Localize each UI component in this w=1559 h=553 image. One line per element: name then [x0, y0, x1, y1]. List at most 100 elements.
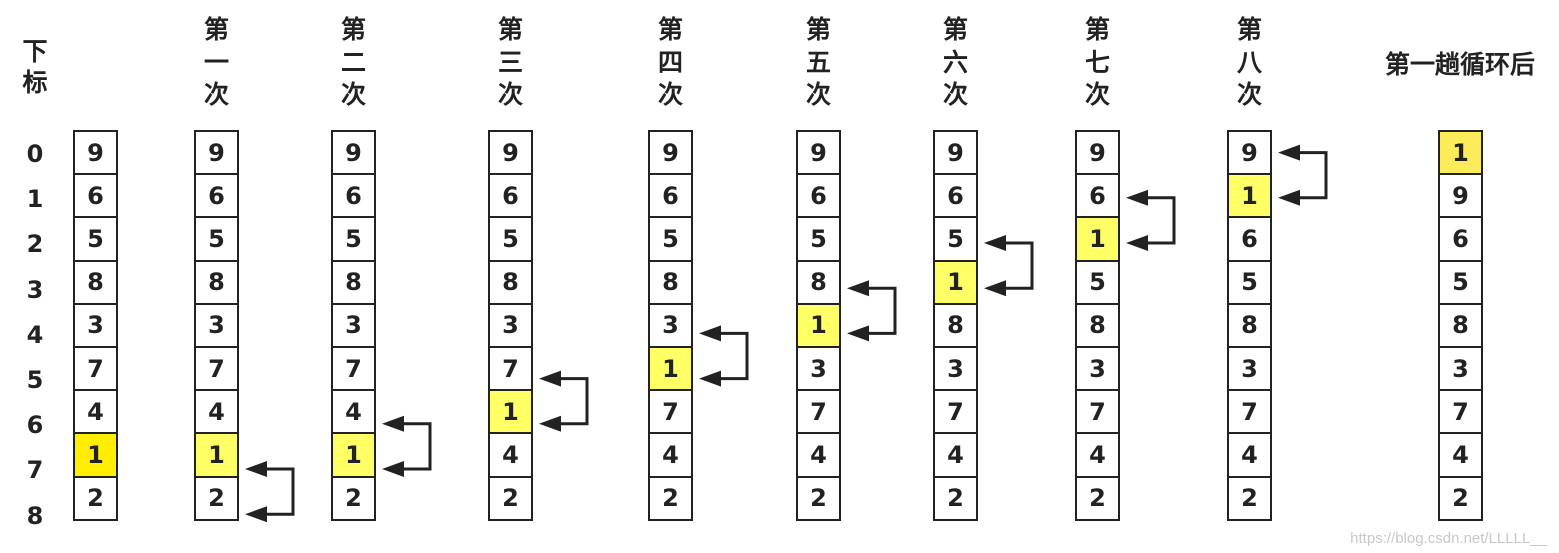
- arrow-head-icon: [847, 280, 869, 297]
- array-cell: 9: [933, 130, 978, 176]
- arrow-head-icon: [1126, 189, 1148, 206]
- array-cell: 8: [73, 259, 118, 305]
- step-header: 第 五 次: [805, 15, 831, 109]
- arrow-head-icon: [382, 415, 404, 432]
- array-cell: 8: [1075, 302, 1120, 348]
- array-cell: 3: [648, 302, 693, 348]
- arrow-head-icon: [382, 461, 404, 477]
- swap-arrow: [847, 280, 897, 342]
- array-cell: 2: [1438, 475, 1483, 521]
- array-cell: 3: [331, 302, 376, 348]
- step-header: 第 四 次: [657, 15, 683, 109]
- index-label: 1: [26, 185, 44, 214]
- array-cell: 6: [1227, 216, 1272, 262]
- array-cell: 5: [648, 216, 693, 262]
- array-cell: 8: [1438, 302, 1483, 348]
- arrow-head-icon: [245, 506, 267, 523]
- array-cell: 9: [331, 130, 376, 176]
- array-cell: 6: [488, 173, 533, 219]
- array-cell: 4: [488, 432, 533, 478]
- array-cell: 2: [331, 475, 376, 521]
- array-cell: 8: [194, 259, 239, 305]
- array-cell: 3: [796, 345, 841, 392]
- array-cell: 2: [194, 475, 239, 521]
- array-cell: 6: [1075, 173, 1120, 219]
- array-cell: 2: [796, 475, 841, 521]
- array-cell: 9: [796, 130, 841, 176]
- array-cell: 6: [796, 173, 841, 219]
- swap-arrow: [699, 325, 749, 387]
- array-cell: 6: [648, 173, 693, 219]
- index-label: 0: [26, 140, 44, 168]
- array-cell: 5: [796, 216, 841, 262]
- array-cell: 7: [1075, 389, 1120, 435]
- array-cell: 4: [1438, 432, 1483, 478]
- array-cell: 3: [1075, 345, 1120, 392]
- array-cell: 7: [1438, 389, 1483, 435]
- arrow-head-icon: [699, 325, 721, 342]
- array-cell: 5: [194, 216, 239, 262]
- step-header: 第 三 次: [497, 15, 523, 109]
- array-cell: 9: [73, 130, 118, 176]
- index-label: 2: [26, 230, 44, 259]
- index-label: 8: [26, 501, 44, 530]
- index-label: 4: [26, 320, 44, 349]
- array-cell: 6: [331, 173, 376, 219]
- array-cell: 4: [796, 432, 841, 478]
- highlighted-cell: 1: [796, 302, 841, 348]
- array-cell: 5: [1438, 259, 1483, 305]
- array-cell: 7: [194, 345, 239, 392]
- array-cell: 7: [933, 389, 978, 435]
- arrow-head-icon: [539, 370, 561, 387]
- swap-arrow: [1126, 189, 1176, 251]
- index-label: 3: [26, 275, 44, 304]
- array-cell: 6: [1438, 216, 1483, 262]
- array-cell: 8: [1227, 302, 1272, 348]
- array-cell: 4: [194, 389, 239, 435]
- array-cell: 2: [488, 475, 533, 521]
- array-cell: 8: [796, 259, 841, 305]
- highlighted-cell: 1: [1227, 173, 1272, 219]
- array-cell: 5: [488, 216, 533, 262]
- array-cell: 9: [1075, 130, 1120, 176]
- array-cell: 5: [1227, 259, 1272, 305]
- array-cell: 4: [73, 389, 118, 435]
- arrow-head-icon: [245, 461, 267, 477]
- array-cell: 9: [1227, 130, 1272, 176]
- swap-arrow: [984, 235, 1034, 297]
- array-cell: 3: [488, 302, 533, 348]
- array-cell: 4: [933, 432, 978, 478]
- array-cell: 7: [1227, 389, 1272, 435]
- array-cell: 7: [648, 389, 693, 435]
- array-cell: 7: [488, 345, 533, 392]
- arrow-head-icon: [1126, 235, 1148, 251]
- array-cell: 5: [331, 216, 376, 262]
- array-cell: 9: [648, 130, 693, 176]
- array-cell: 5: [933, 216, 978, 262]
- arrow-head-icon: [699, 370, 721, 387]
- array-cell: 8: [933, 302, 978, 348]
- array-cell: 6: [933, 173, 978, 219]
- final-header: 第一趟循环后: [1384, 50, 1535, 79]
- highlighted-cell: 1: [933, 259, 978, 305]
- highlighted-cell: 1: [488, 389, 533, 435]
- swap-arrow: [382, 415, 432, 477]
- array-cell: 7: [331, 345, 376, 392]
- arrow-head-icon: [984, 235, 1006, 251]
- array-cell: 7: [796, 389, 841, 435]
- arrow-head-icon: [1278, 144, 1300, 161]
- swap-arrow: [539, 370, 589, 432]
- highlighted-cell: 1: [648, 345, 693, 392]
- array-cell: 4: [331, 389, 376, 435]
- arrow-head-icon: [847, 325, 869, 342]
- highlighted-cell: 1: [73, 432, 118, 478]
- highlighted-cell: 1: [1075, 216, 1120, 262]
- array-cell: 3: [1227, 345, 1272, 392]
- index-label: 6: [26, 411, 44, 440]
